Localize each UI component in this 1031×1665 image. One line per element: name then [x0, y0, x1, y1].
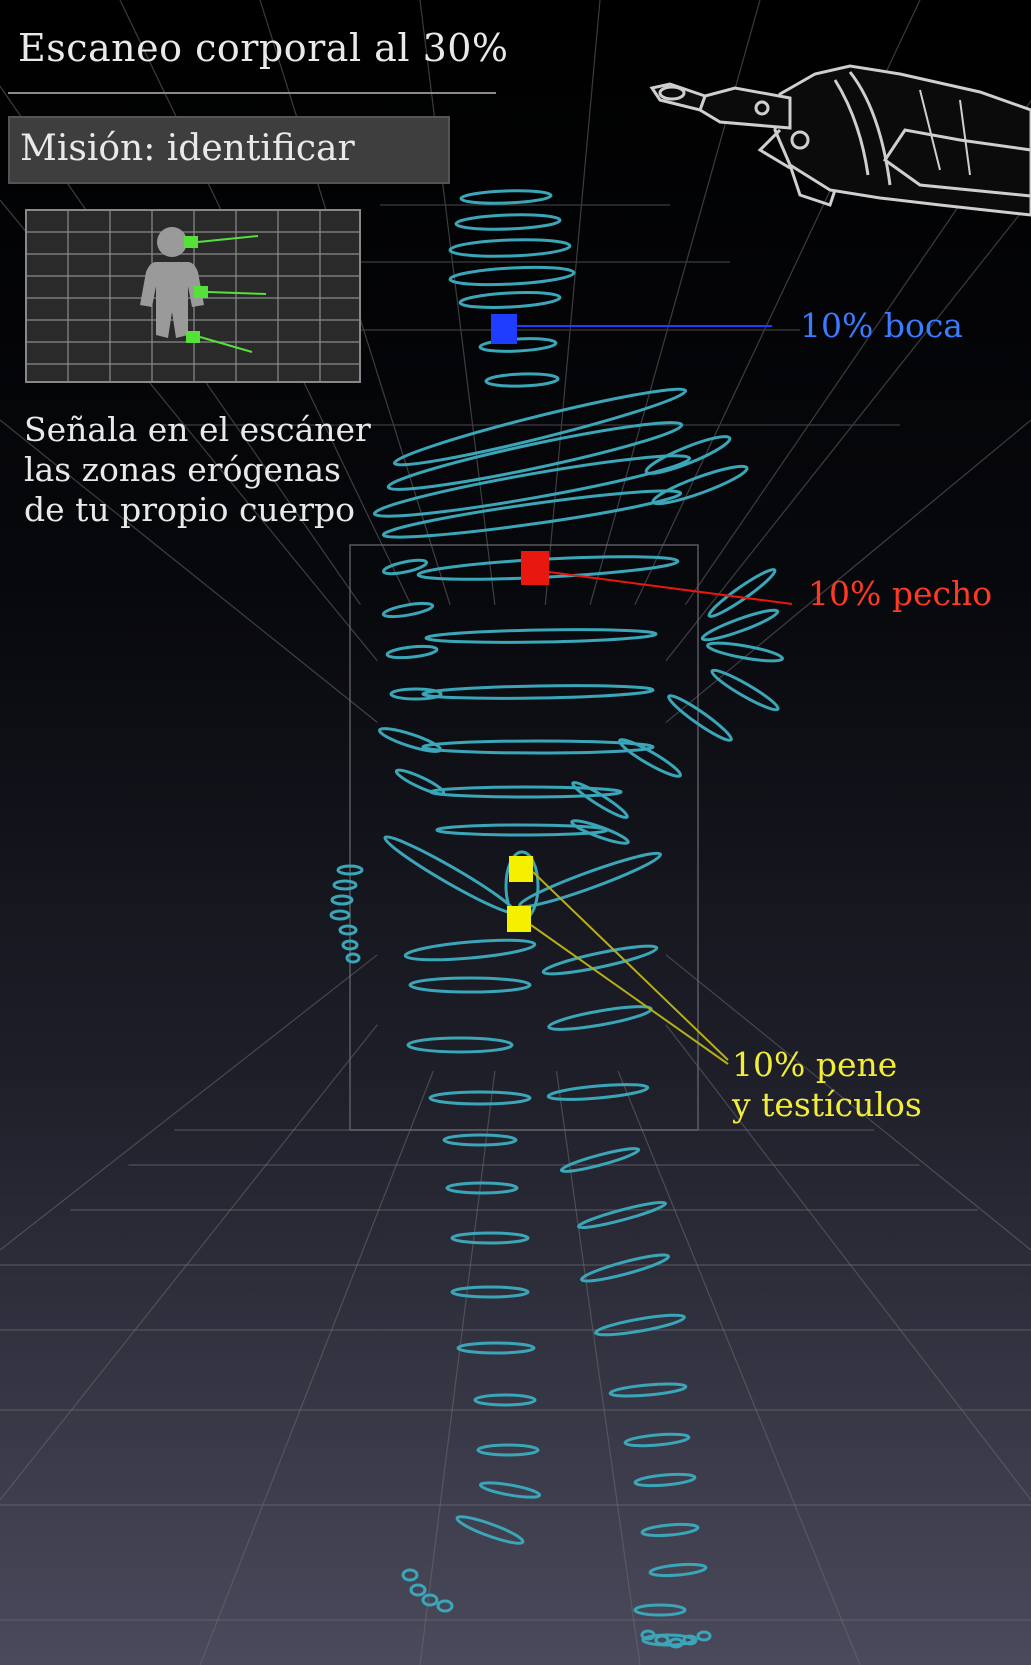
floor-grid	[0, 1129, 1031, 1621]
body-minimap	[25, 209, 361, 383]
mission-title: Misión: identificar	[20, 128, 355, 169]
zone-label-pene-line2: y testículos	[732, 1085, 922, 1124]
instruction-line: Señala en el escáner	[24, 410, 371, 449]
body-silhouette-icon	[140, 227, 204, 338]
zone-label-pecho: 10% pecho	[808, 574, 993, 613]
zone-marker-pecho[interactable]	[521, 551, 793, 605]
instruction-line: las zonas erógenas	[24, 450, 341, 489]
instruction-line: de tu propio cuerpo	[24, 490, 355, 529]
scan-progress-title: Escaneo corporal al 30%	[18, 26, 509, 70]
zone-label-boca: 10% boca	[800, 306, 963, 345]
minimap-markers	[184, 235, 267, 353]
robot-hand-icon	[649, 64, 1031, 217]
hologram-body	[329, 189, 784, 1649]
zone-marker-boca[interactable]	[491, 314, 772, 344]
mission-banner	[8, 116, 450, 184]
zone-label-pene-line1: 10% pene	[732, 1045, 898, 1084]
zone-marker-pene[interactable]	[504, 850, 729, 1065]
instruction-text: Señala en el escáner las zonas erógenas …	[24, 410, 384, 530]
zone-label-pene: 10% pene y testículos	[732, 1045, 922, 1125]
